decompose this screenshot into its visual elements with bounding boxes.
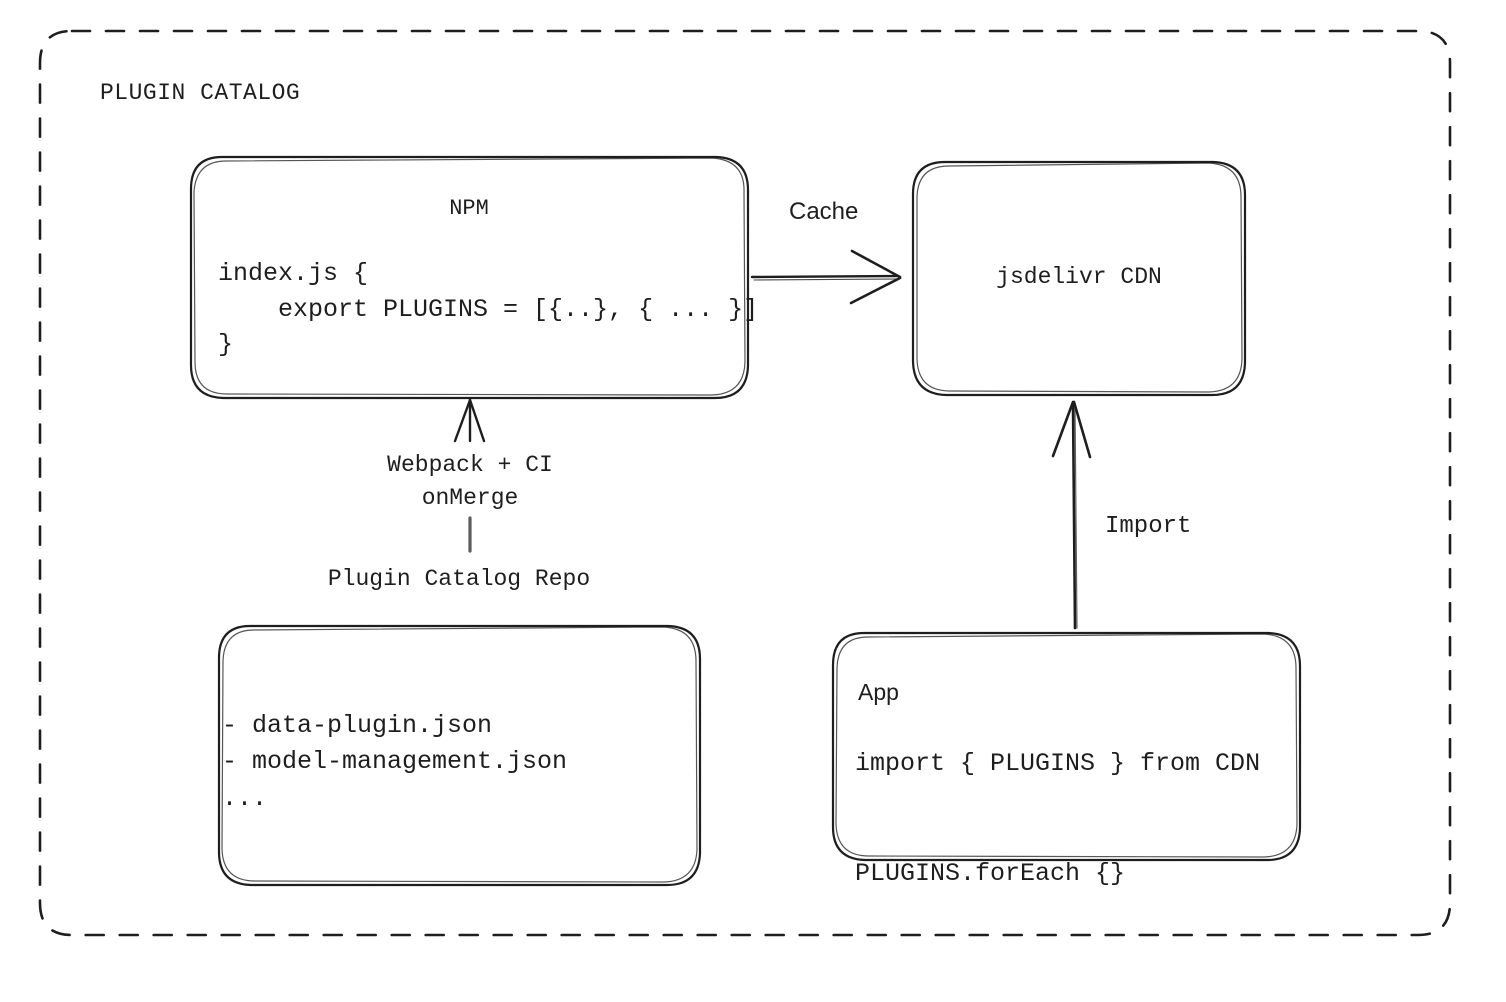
npm-node-title: NPM: [449, 196, 489, 221]
cache-edge-label: Cache: [789, 198, 859, 225]
import-edge-arrow: [1051, 400, 1092, 630]
app-node-title: App: [858, 679, 899, 705]
plugin-catalog-title: PLUGIN CATALOG: [100, 80, 301, 106]
npm-node-code: index.js { export PLUGINS = [{..}, { ...…: [218, 259, 759, 359]
build-edge-label: Webpack + CI onMerge: [387, 452, 553, 512]
cdn-node-title: jsdelivr CDN: [996, 264, 1162, 290]
cache-edge-arrow: [750, 249, 902, 305]
repo-node-file-list: - data-plugin.json - model-management.js…: [222, 711, 568, 813]
import-edge-label: Import: [1105, 513, 1192, 540]
app-node-code: import { PLUGINS } from CDN PLUGINS.forE…: [855, 749, 1261, 888]
repo-node-caption: Plugin Catalog Repo: [327, 566, 591, 592]
